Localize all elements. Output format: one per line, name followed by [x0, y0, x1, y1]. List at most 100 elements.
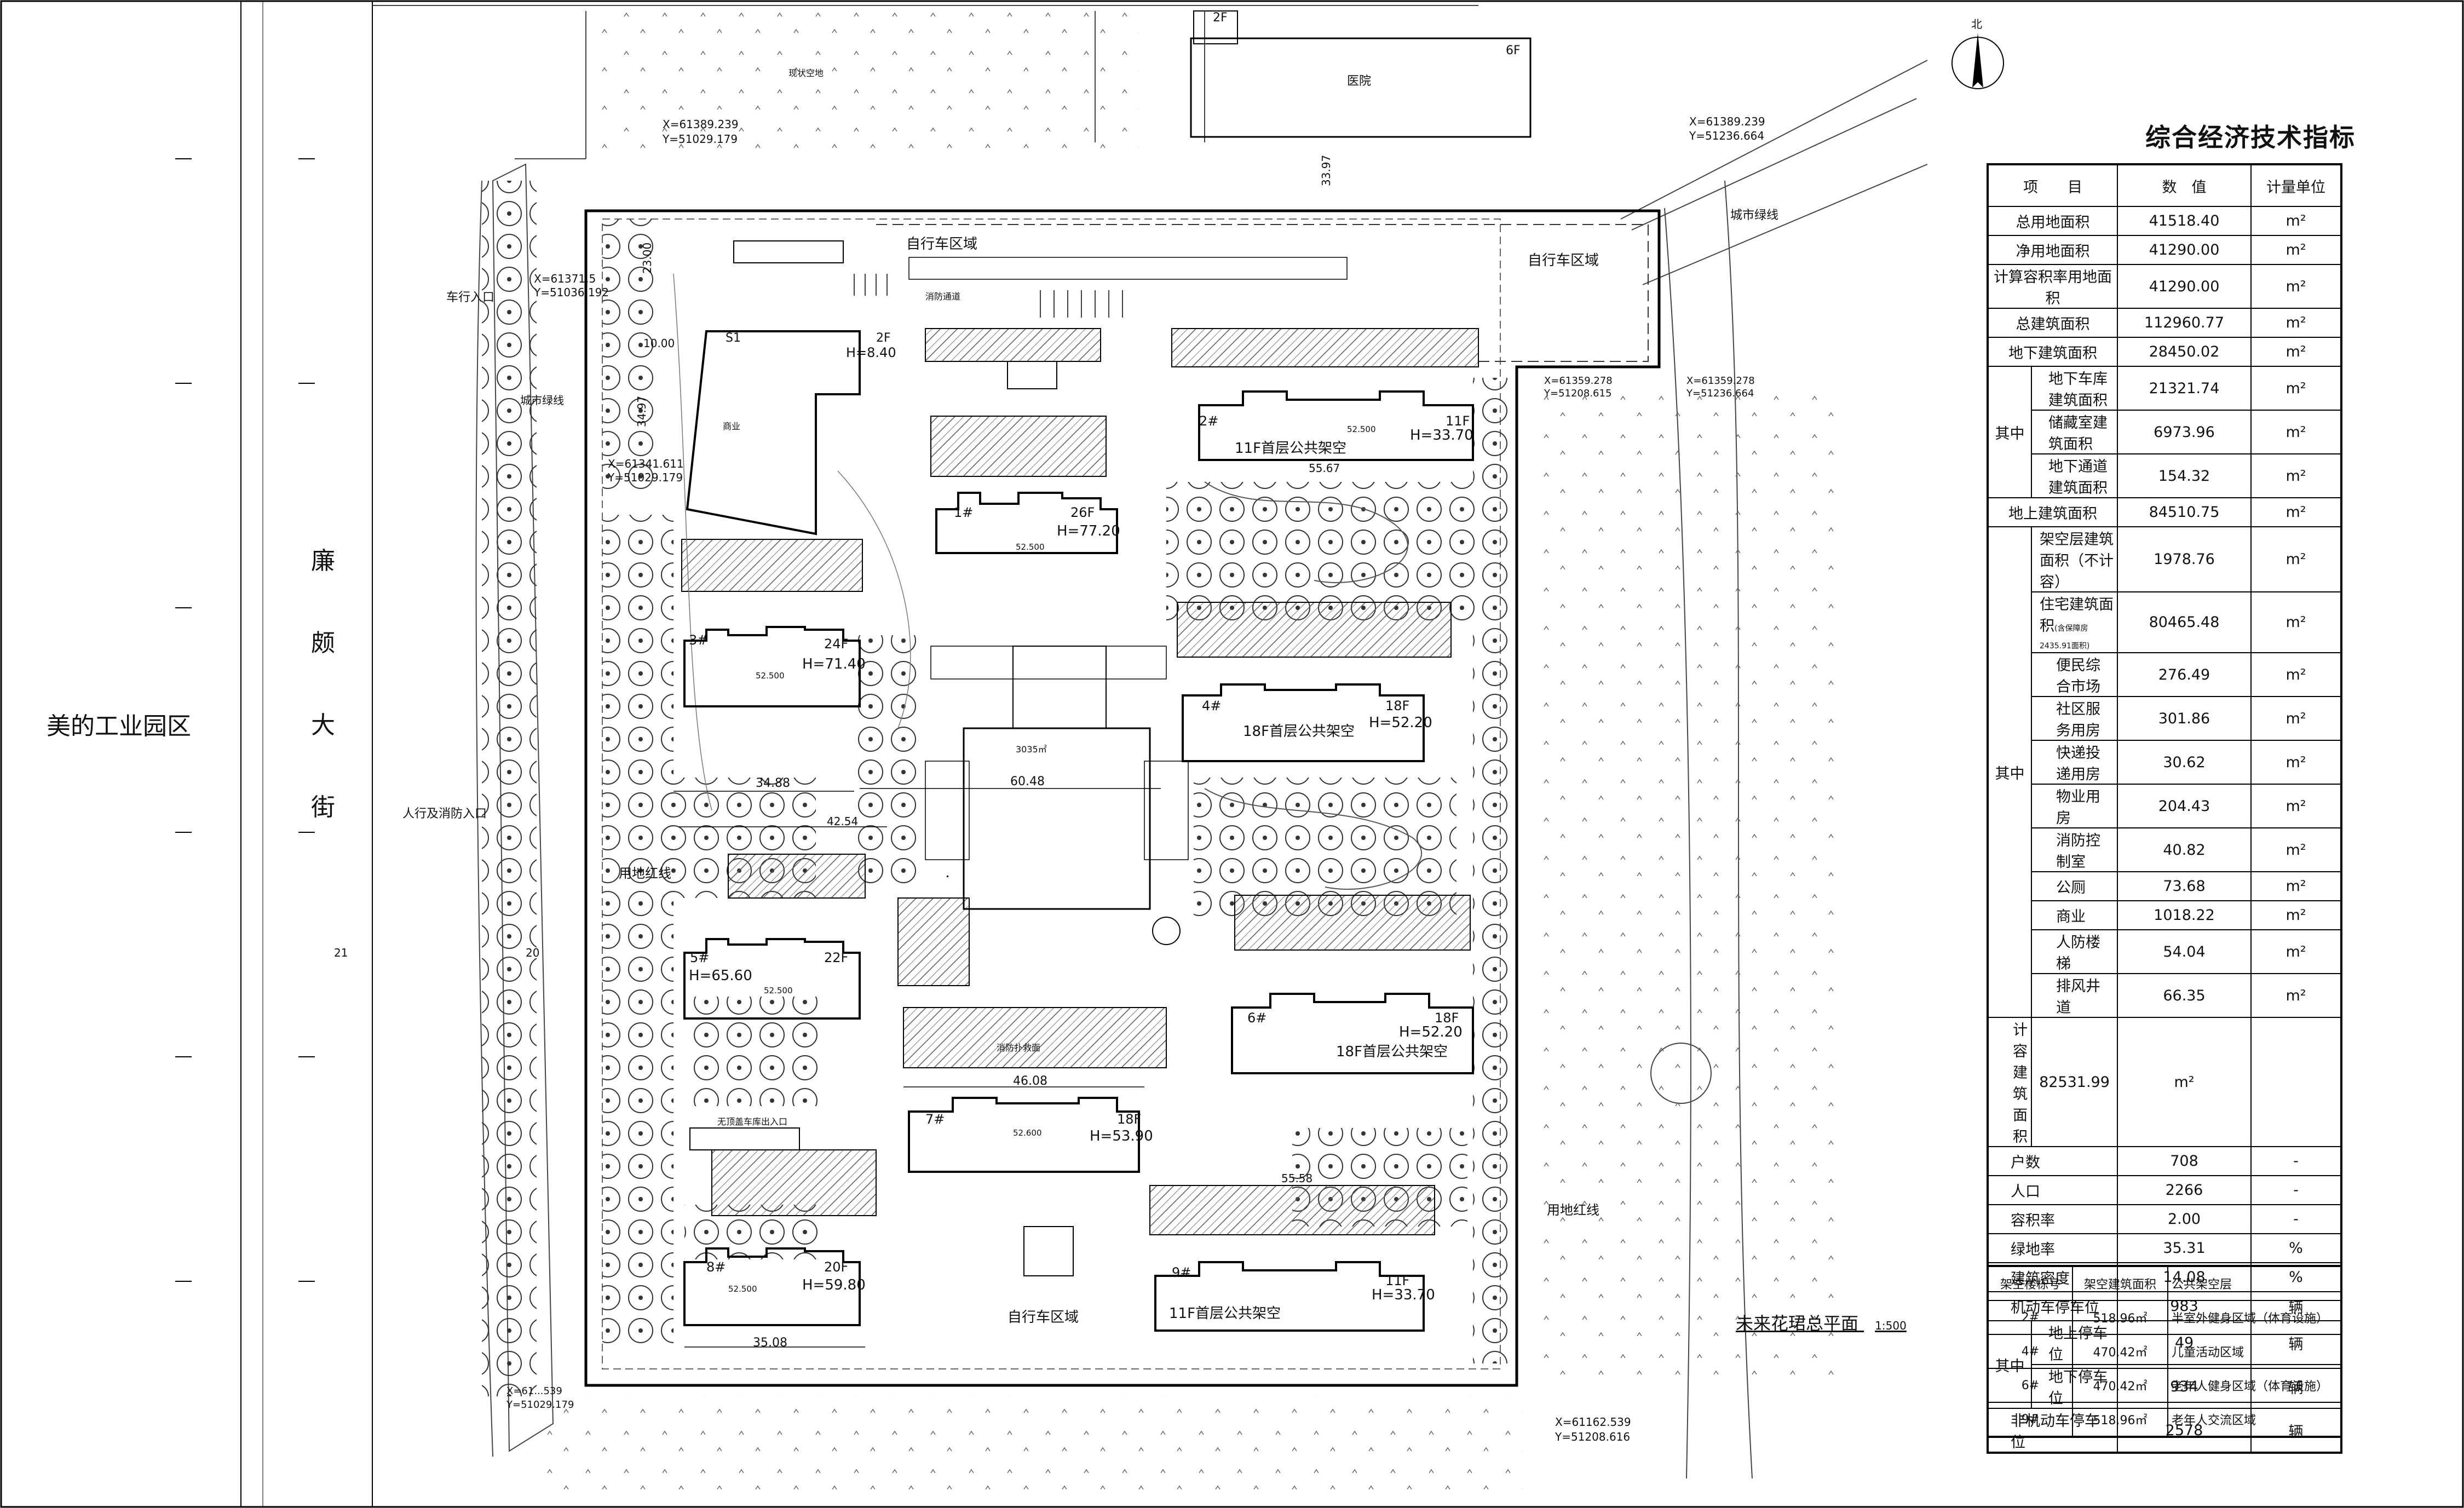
ramp-top	[733, 240, 844, 263]
econ-unit: m²	[2250, 453, 2342, 498]
hospital-block	[1190, 37, 1532, 138]
econ-header-value: 数 值	[2117, 164, 2252, 207]
econ-unit: m²	[2250, 929, 2342, 974]
econ-unit: -	[2250, 1146, 2342, 1176]
econ-label: 人防楼梯	[2031, 929, 2118, 974]
econ-label: 计算容积率用地面积	[1987, 264, 2118, 309]
plan-title-text: 未来花珺总平面	[1736, 1313, 1859, 1334]
econ-label: 户数	[1987, 1146, 2118, 1176]
building-4-height: H=52.20	[1369, 715, 1432, 731]
car-entrance-label: 车行入口	[446, 291, 495, 304]
dim-label: 60.48	[1010, 775, 1045, 788]
econ-header-unit: 计量单位	[2250, 164, 2342, 207]
econ-unit: %	[2250, 1233, 2342, 1263]
building-1-level: 52.500	[1016, 542, 1045, 552]
econ-value: 41290.00	[2117, 264, 2252, 309]
building-5-no: 5#	[690, 950, 710, 965]
hospital-floors-right: 6F	[1506, 44, 1521, 57]
pilotis-header-row: 架空楼栋号 架空建筑面积 公共架空层	[1987, 1265, 2342, 1301]
pilotis-cell: 470.42㎡	[2072, 1368, 2168, 1403]
econ-side-label: 其中	[1987, 526, 2032, 1018]
building-9-note: 11F首层公共架空	[1169, 1305, 1281, 1322]
north-arrow	[1951, 33, 2004, 89]
econ-value: 73.68	[2117, 871, 2252, 901]
building-5-level: 52.500	[764, 986, 793, 995]
econ-value: 276.49	[2117, 652, 2252, 697]
coord-x: X=61341.611	[608, 457, 684, 470]
building-4-outline	[1182, 683, 1425, 762]
fire-lane-label: 消防通道	[925, 291, 961, 302]
econ-unit: m²	[2250, 206, 2342, 236]
econ-label: 便民综合市场	[2031, 652, 2118, 697]
econ-value: 35.31	[2117, 1233, 2252, 1263]
econ-value: 80465.48	[2117, 591, 2252, 653]
building-4-no: 4#	[1202, 698, 1222, 713]
econ-value: 112960.77	[2117, 308, 2252, 338]
building-3-level: 52.500	[756, 671, 785, 681]
econ-value: 708	[2117, 1146, 2252, 1176]
bike-area-bottom: 自行车区域	[1008, 1309, 1079, 1326]
building-4-note: 18F首层公共架空	[1243, 723, 1355, 740]
dim-label: 46.08	[1013, 1074, 1047, 1088]
econ-unit: m²	[2250, 497, 2342, 527]
econ-label: 消防控制室	[2031, 827, 2118, 872]
econ-unit: m²	[2250, 337, 2342, 367]
building-1-height: H=77.20	[1057, 523, 1120, 539]
coord-y: Y=51036.192	[534, 286, 609, 299]
econ-header-row: 项 目 数 值 计量单位	[1987, 164, 2342, 207]
econ-unit: -	[2250, 1175, 2342, 1205]
econ-unit: m²	[2250, 900, 2342, 930]
econ-value: 30.62	[2117, 740, 2252, 785]
econ-label-with-note: 住宅建筑面积(含保障房2435.91面积)	[2031, 591, 2118, 653]
building-9-outline	[1154, 1261, 1425, 1332]
city-green-label-2: 城市绿线	[520, 394, 564, 407]
coord-y: Y=51208.616	[1555, 1430, 1631, 1443]
commercial-block	[686, 330, 861, 536]
coord-x: X=61359.278	[1686, 375, 1755, 387]
red-line-label-2: 用地红线	[1547, 1202, 1599, 1218]
econ-label: 快递投递用房	[2031, 740, 2118, 785]
coord-y: Y=51029.179	[506, 1399, 574, 1411]
building-6-height: H=52.20	[1399, 1024, 1463, 1040]
econ-unit: m²	[2250, 410, 2342, 454]
pilotis-header: 公共架空层	[2167, 1265, 2342, 1301]
building-8-level: 52.500	[728, 1284, 757, 1294]
central-plaza	[963, 727, 1151, 910]
econ-title: 综合经济技术指标	[2145, 123, 2356, 152]
building-1-no: 1#	[954, 505, 974, 520]
dim-label-vertical: 23.00	[641, 242, 654, 274]
coord-y: Y=51029.179	[608, 471, 683, 484]
ped-entrance-label: 人行及消防入口	[402, 807, 487, 821]
econ-value: 6973.96	[2117, 410, 2252, 454]
building-2-height: H=33.70	[1410, 427, 1473, 444]
city-green-label: 城市绿线	[1730, 209, 1779, 222]
econ-unit: m²	[2250, 366, 2342, 411]
dim-label: 10.00	[643, 337, 675, 350]
road-char: 颇	[311, 629, 335, 657]
dim-label-vertical: 33.97	[1320, 154, 1333, 186]
econ-label: 地下车库建筑面积	[2031, 366, 2118, 411]
pilotis-cell: 9#	[1987, 1402, 2073, 1437]
plan-title: 未来花珺总平面 1:500	[1736, 1310, 1907, 1335]
dim-label: 42.54	[827, 815, 859, 828]
econ-label: 储藏室建筑面积	[2031, 410, 2118, 454]
pilotis-cell: 518.96㎡	[2072, 1300, 2168, 1335]
econ-header-item: 项 目	[1987, 164, 2118, 207]
econ-value: 82531.99	[2031, 1017, 2118, 1147]
dim-label: 21	[334, 946, 348, 959]
econ-unit: m²	[2250, 308, 2342, 338]
dim-label: 34.88	[756, 776, 790, 790]
building-5-floors: 22F	[824, 950, 849, 965]
